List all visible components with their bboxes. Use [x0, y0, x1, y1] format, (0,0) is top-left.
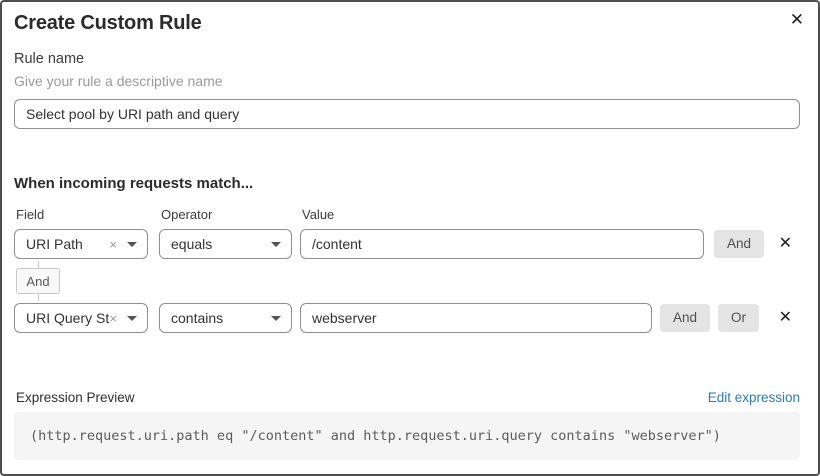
operator-select[interactable]: contains	[159, 303, 292, 333]
field-column-label: Field	[16, 207, 45, 222]
field-select-value: URI Path	[26, 236, 83, 252]
close-icon[interactable]: ✕	[786, 7, 808, 32]
rule-name-input[interactable]	[14, 99, 800, 129]
clear-icon[interactable]: ×	[109, 310, 117, 326]
expression-preview-label: Expression Preview	[16, 390, 135, 405]
condition-connector: And	[16, 261, 60, 301]
operator-column-label: Operator	[161, 207, 213, 222]
or-button[interactable]: Or	[718, 304, 760, 332]
chevron-down-icon	[127, 241, 137, 247]
field-select[interactable]: URI Query St... ×	[14, 303, 148, 333]
chevron-down-icon	[127, 315, 137, 321]
rule-name-helper: Give your rule a descriptive name	[14, 73, 223, 89]
condition-column-headers: Field Operator Value	[14, 207, 800, 222]
chevron-down-icon	[271, 315, 281, 321]
and-button[interactable]: And	[660, 304, 711, 332]
condition-row: URI Path × equals And ✕	[14, 229, 800, 259]
match-section-heading: When incoming requests match...	[14, 175, 254, 192]
value-column-label: Value	[302, 207, 335, 222]
chevron-down-icon	[271, 241, 281, 247]
clear-icon[interactable]: ×	[109, 236, 117, 252]
value-input[interactable]	[300, 229, 704, 259]
connector-line	[37, 294, 39, 301]
expression-preview-code: (http.request.uri.path eq "/content" and…	[14, 412, 800, 460]
rule-name-label: Rule name	[14, 51, 85, 67]
and-button[interactable]: And	[714, 230, 765, 258]
edit-expression-link[interactable]: Edit expression	[707, 390, 800, 405]
field-select[interactable]: URI Path ×	[14, 229, 148, 259]
dialog-title: Create Custom Rule	[14, 12, 202, 34]
operator-select-value: contains	[171, 310, 224, 326]
value-input[interactable]	[300, 303, 652, 333]
remove-condition-icon[interactable]: ✕	[778, 235, 792, 252]
condition-row: URI Query St... × contains And Or ✕	[14, 303, 800, 333]
connector-and-chip[interactable]: And	[16, 268, 60, 294]
operator-select[interactable]: equals	[159, 229, 292, 259]
connector-line	[37, 261, 39, 268]
operator-select-value: equals	[171, 236, 213, 252]
field-select-value: URI Query St...	[26, 310, 110, 326]
expression-preview-header: Expression Preview Edit expression	[14, 390, 800, 405]
remove-condition-icon[interactable]: ✕	[778, 309, 792, 326]
